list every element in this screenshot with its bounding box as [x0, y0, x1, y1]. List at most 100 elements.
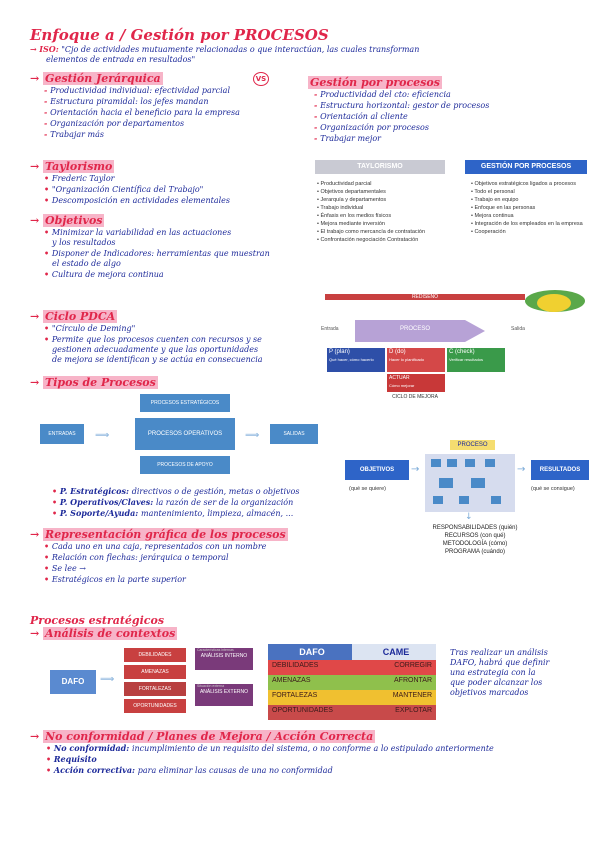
no-conformidad-item: • Requisito	[46, 754, 595, 765]
bullet-icon: •	[44, 173, 52, 183]
requirement-item: RECURSOS (con qué)	[444, 533, 506, 539]
entradas-box: ENTRADAS	[40, 424, 84, 444]
do-text: Hacer lo planificado	[389, 357, 425, 362]
list-item-text: Cultura de mejora continua	[51, 270, 164, 279]
tipo-label: P. Operativos/Claves:	[59, 497, 156, 507]
representacion-heading: Representación gráfica de los procesos	[43, 528, 288, 541]
bullet-icon: •	[44, 563, 52, 573]
list-item-text: Orientación al cliente	[320, 112, 408, 121]
arrow-right-icon: ⟹	[100, 674, 115, 685]
gestion-procesos-header: GESTIÓN POR PROCESOS	[465, 160, 587, 174]
representacion: → Representación gráfica de los procesos…	[30, 528, 330, 585]
redesign-bar	[325, 294, 525, 300]
dafo-came-right: MANTENER	[352, 690, 436, 705]
bullet-icon: •	[52, 508, 60, 518]
list-item: • Cultura de mejora continua	[30, 269, 320, 280]
arrow-right-icon: →	[517, 464, 526, 475]
list-item-text: Organización por departamentos	[50, 119, 185, 128]
list-item-text: "Organización Científica del Trabajo"	[51, 185, 204, 194]
tipo-label: P. Estratégicos:	[59, 486, 132, 496]
list-item-continuation: gestionen adecuadamente y que las oportu…	[52, 345, 259, 354]
gestion-jerarquica-heading: Gestión Jerárquica	[43, 72, 163, 85]
comparison-item: • Integración de los empleados en la emp…	[471, 221, 583, 227]
interno-caption: Características internas	[197, 648, 234, 652]
objetivos-box: OBJETIVOS	[345, 460, 409, 480]
tipo-item: • P. Soporte/Ayuda: mantenimiento, limpi…	[52, 508, 352, 519]
tipos-list: • P. Estratégicos: directivos o de gesti…	[52, 486, 352, 519]
bullet-icon: -	[44, 129, 51, 139]
bullet-icon: -	[44, 118, 51, 128]
ciclo-mejora-label: CICLO DE MEJORA	[392, 394, 438, 400]
list-item: • Disponer de Indicadores: herramientas …	[30, 248, 320, 259]
bullet-icon: -	[314, 100, 321, 110]
list-item: - Estructura horizontal: gestor de proce…	[308, 100, 593, 111]
comparison-item: • Mejora continua	[471, 213, 514, 219]
salida-label: Salida	[511, 326, 525, 332]
dafo-item: DEBILIDADES	[124, 648, 186, 662]
requirement-item: PROGRAMA (cuándo)	[444, 549, 506, 555]
list-item: • Minimizar la variabilidad en las actua…	[30, 227, 320, 238]
gestion-procesos-heading: Gestión por procesos	[308, 76, 442, 89]
comparison-item: • Objetivos estratégicos ligados a proce…	[471, 181, 576, 187]
list-item: • "Círculo de Deming"	[30, 323, 315, 334]
list-item: - Productividad del cto: eficiencia	[308, 89, 593, 100]
list-item: - Organización por departamentos	[30, 118, 300, 129]
bullet-icon: •	[46, 765, 54, 775]
gestion-jerarquica-list: - Productividad individual: efectividad …	[30, 85, 300, 140]
bullet-icon: •	[44, 195, 52, 205]
list-item-text: Trabajar más	[50, 130, 105, 139]
dafo-came-left: FORTALEZAS	[268, 690, 352, 705]
comparison-table: TAYLORISMO GESTIÓN POR PROCESOS • Produc…	[315, 160, 587, 290]
bullet-icon: •	[44, 184, 52, 194]
ciclo-pdca-list: • "Círculo de Deming"• Permite que los p…	[30, 323, 315, 365]
bullet-icon: •	[44, 227, 52, 237]
dafo-note-line: Tras realizar un análisis	[450, 648, 548, 657]
dafo-item: OPORTUNIDADES	[124, 699, 186, 713]
check-label: C (check)	[449, 349, 475, 355]
list-item: • Permite que los procesos cuenten con r…	[30, 334, 315, 345]
objetivos: → Objetivos • Minimizar la variabilidad …	[30, 214, 320, 280]
no-conformidad-item: • No conformidad: incumplimiento de un r…	[46, 743, 595, 754]
proceso-arrow	[355, 320, 485, 342]
no-conformidad-heading: No conformidad / Planes de Mejora / Acci…	[43, 730, 376, 743]
no-conformidad-item: • Acción correctiva: para eliminar las c…	[46, 765, 595, 776]
procesos-estrategicos: Procesos estratégicos → Análisis de cont…	[30, 614, 330, 640]
comparison-item: • Mejora mediante inversión	[317, 221, 385, 227]
bullet-icon: -	[44, 96, 51, 106]
tipos-diagram: PROCESOS ESTRATÉGICOS PROCESOS OPERATIVO…	[40, 392, 330, 477]
dafo-note-line: una estrategia con la	[450, 668, 536, 677]
list-item-text: Frederic Taylor	[51, 174, 115, 183]
list-item-text: "Círculo de Deming"	[51, 324, 136, 333]
no-conformidad: → No conformidad / Planes de Mejora / Ac…	[30, 730, 595, 776]
dafo-item: FORTALEZAS	[124, 682, 186, 696]
dafo-main-box: DAFO	[50, 670, 96, 694]
list-item-text: Descomposición en actividades elementale…	[51, 196, 231, 205]
salidas-box: SALIDAS	[270, 424, 318, 444]
list-item: • Descomposición en actividades elementa…	[30, 195, 310, 206]
tipo-label: P. Soporte/Ayuda:	[59, 508, 141, 518]
procesos-estrategicos-heading: Procesos estratégicos	[30, 614, 165, 627]
que-quiero-label: (qué se quiere)	[349, 486, 386, 492]
bullet-icon: •	[44, 248, 52, 258]
bullet-icon: -	[44, 85, 51, 95]
bullet-icon: •	[44, 541, 52, 551]
analisis-contextos-heading: Análisis de contextos	[43, 627, 178, 640]
dafo-came-left: AMENAZAS	[268, 675, 352, 690]
requirement-item: METODOLOGÍA (cómo)	[442, 541, 508, 547]
dafo-note-line: objetivos marcados	[450, 688, 529, 697]
vs-badge: VS	[253, 72, 269, 86]
analisis-externo-label: ANÁLISIS EXTERNO	[199, 689, 249, 695]
list-item: - Trabajar mejor	[308, 133, 593, 144]
list-item: - Estructura piramidal: los jefes mandan	[30, 96, 300, 107]
bullet-icon: •	[44, 574, 52, 584]
procesos-estrategicos-box: PROCESOS ESTRATÉGICOS	[140, 394, 230, 412]
comparison-item: • El trabajo como mercancía de contratac…	[317, 229, 426, 235]
came-header: CAME	[352, 644, 436, 660]
analisis-interno-label: ANÁLISIS INTERNO	[200, 653, 248, 659]
list-item-continuation: y los resultados	[52, 238, 116, 247]
gestion-procesos-list: - Productividad del cto: eficiencia- Est…	[308, 89, 593, 144]
no-conformidad-text: incumplimiento de un requisito del siste…	[131, 744, 494, 753]
dafo-note-line: DAFO, habrá que definir	[450, 658, 550, 667]
resultados-box: RESULTADOS	[531, 460, 589, 480]
list-item-text: Trabajar mejor	[320, 134, 381, 143]
